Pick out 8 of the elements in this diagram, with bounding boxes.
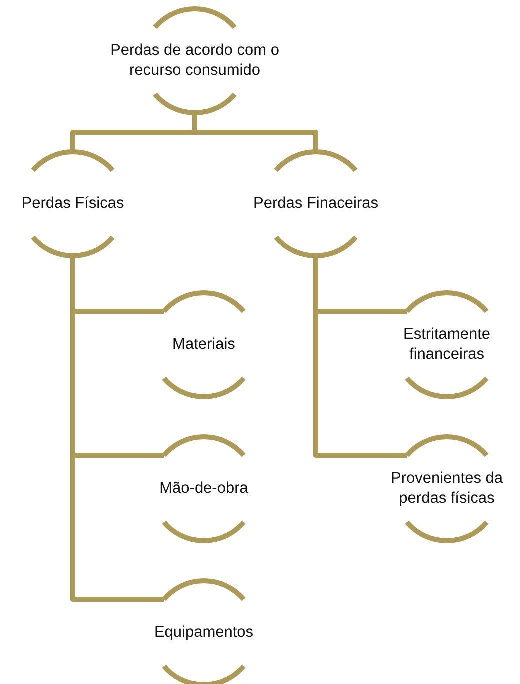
node-label: Equipamentos	[154, 622, 254, 643]
node-label: Mão-de-obra	[160, 478, 248, 499]
node-label: Materiais	[172, 334, 236, 355]
node-label: Provenientes da perdas físicas	[390, 468, 504, 509]
node-label: Perdas de acordo com o recurso consumido	[110, 40, 280, 81]
node-label: Perdas Finaceiras	[254, 194, 378, 214]
node-label: Estritamente financeiras	[402, 324, 492, 365]
node-label: Perdas Físicas	[22, 194, 124, 214]
